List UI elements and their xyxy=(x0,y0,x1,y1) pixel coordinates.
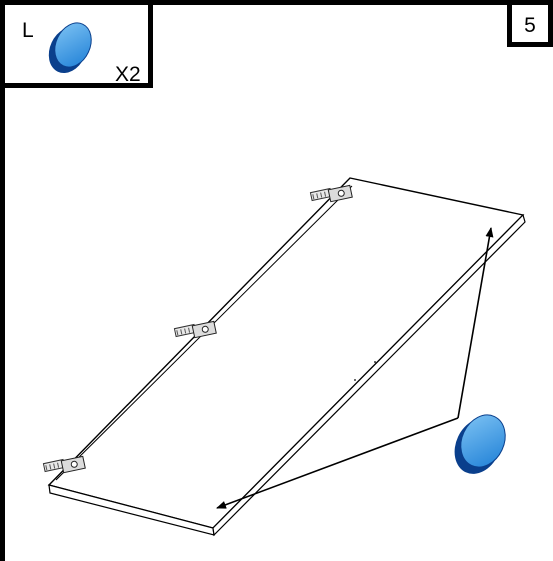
frame-top-border xyxy=(0,0,553,5)
arrow-to-bottom-position xyxy=(216,417,459,509)
part-letter-label: L xyxy=(22,19,34,42)
dowel-icon xyxy=(48,22,92,74)
step-number: 5 xyxy=(524,14,536,37)
door-panel xyxy=(47,177,526,537)
bumper-pad-icon xyxy=(454,414,506,474)
arrow-to-top-position xyxy=(457,227,494,419)
hinge-top xyxy=(309,184,353,203)
frame-left-border xyxy=(0,0,5,561)
hinge-bottom xyxy=(42,455,86,474)
step-number-box: 5 xyxy=(507,0,553,47)
part-quantity-label: X2 xyxy=(115,63,141,86)
parts-icon-layer xyxy=(48,22,92,74)
hinge-middle xyxy=(173,320,217,339)
